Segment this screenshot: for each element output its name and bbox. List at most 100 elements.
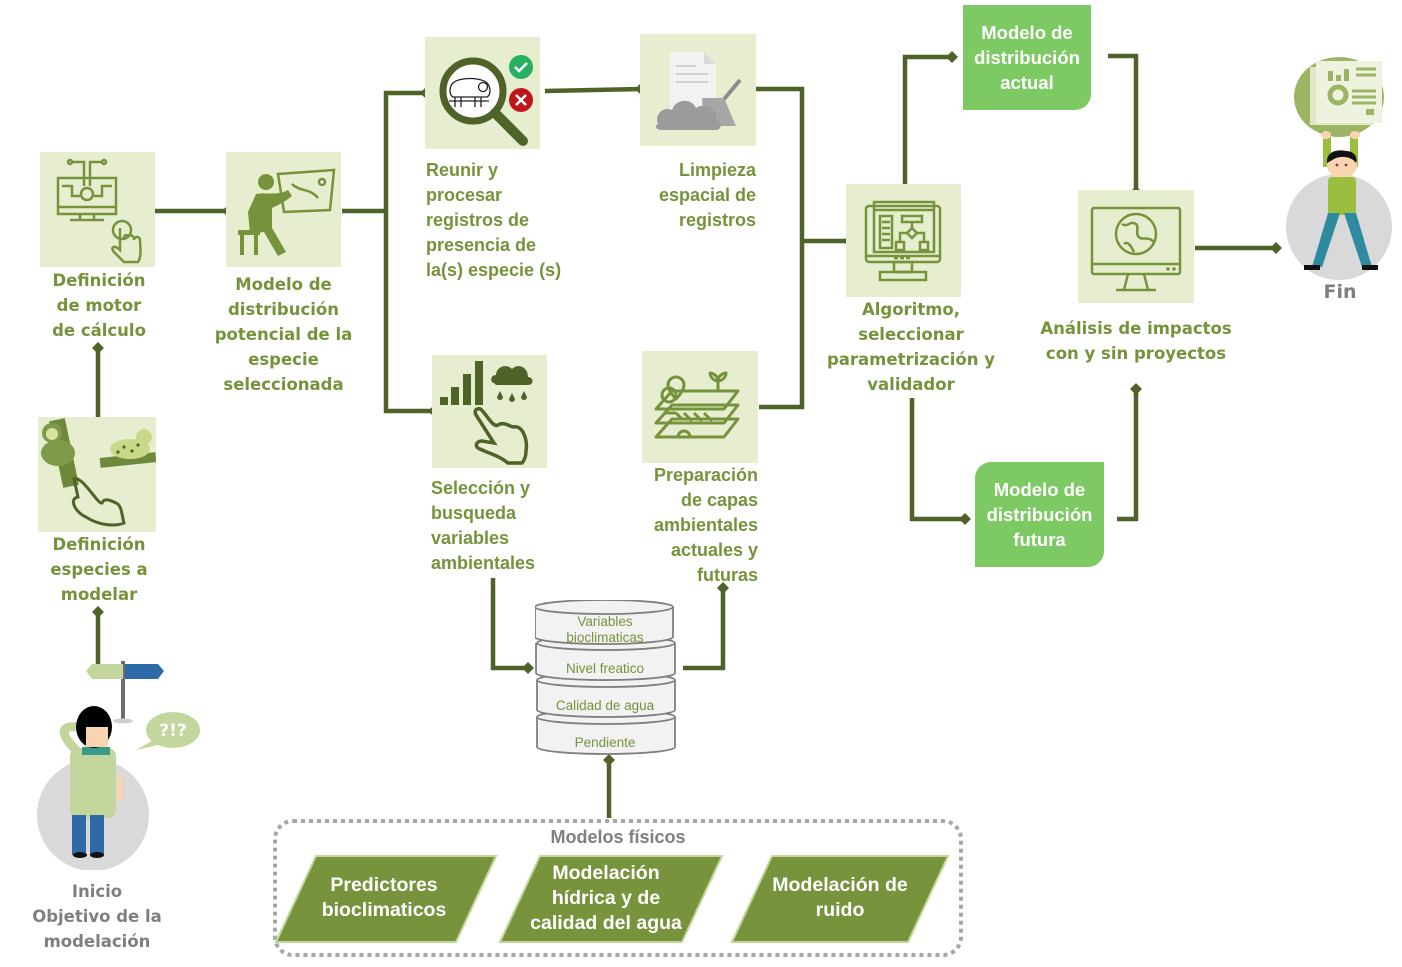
svg-text:?!?: ?!?	[159, 721, 186, 741]
person-holding-report-icon	[1286, 57, 1392, 280]
label-line: potencial de la	[214, 325, 353, 344]
db-layer-label: Variables bioclimaticas	[566, 614, 644, 645]
database-icon	[535, 600, 676, 755]
connector-futura-analisis	[1117, 383, 1142, 522]
model-distribucion-actual: Modelo de distribución actual	[963, 5, 1091, 110]
label-line: seleccionar	[858, 325, 964, 344]
magnifier-sloth-icon	[439, 55, 533, 146]
map-layers-icon	[654, 371, 740, 439]
label-line: Algoritmo,	[861, 300, 961, 319]
label-line: seleccionada	[223, 375, 344, 394]
label-line: Limpieza	[678, 160, 756, 180]
label-definicion-motor: Definición de motor de cálculo	[28, 268, 170, 343]
label-line: hídrica y de	[551, 887, 661, 909]
label-line: registros de	[426, 210, 530, 230]
step-inicio: ?!?	[20, 655, 220, 871]
step-limpieza	[640, 34, 756, 146]
label-line: Objetivo de la	[32, 907, 162, 926]
connector-algoritmo-futura	[909, 398, 971, 525]
label-line: procesar	[426, 185, 503, 205]
animals-select-icon	[41, 418, 156, 527]
person-thinking-icon: ?!?	[37, 661, 200, 871]
db-layer-calidad-agua: Calidad de agua	[555, 698, 655, 713]
label-line: Análisis de impactos	[1040, 319, 1232, 338]
label-fin: Fin	[1323, 281, 1357, 303]
label-line: la(s) especie (s)	[426, 260, 562, 280]
label-line: Inicio	[71, 882, 123, 901]
connector-actual-analisis	[1108, 53, 1142, 198]
label-line: Definición	[52, 535, 146, 554]
label-limpieza: Limpieza espacial de registros	[626, 158, 756, 233]
parallelogram-modelacion-hidrica	[498, 855, 724, 943]
label-line: Predictores	[330, 874, 438, 896]
step-reunir-registros	[425, 37, 540, 149]
label-line: busqueda	[431, 503, 517, 523]
label-algoritmo: Algoritmo, seleccionar parametrización y…	[826, 297, 996, 397]
label-analisis-impactos: Análisis de impactos con y sin proyectos	[1036, 316, 1236, 366]
label-seleccion-variables: Selección y busqueda variables ambiental…	[431, 476, 591, 576]
parallelogram-modelacion-ruido	[730, 855, 950, 943]
connector-limpieza-merge	[756, 86, 805, 410]
label-line: presencia de	[426, 235, 537, 255]
db-layer-pendiente: Pendiente	[574, 735, 636, 750]
label-line: actual	[1000, 72, 1054, 93]
dashed-border	[273, 819, 963, 957]
label-line: de capas	[680, 490, 758, 510]
step-modelo-potencial	[226, 152, 341, 267]
label-line: calidad del agua	[530, 912, 682, 934]
label-line: modelación	[43, 932, 151, 951]
database-stack: Variables bioclimaticas Nivel freatico C…	[535, 600, 677, 760]
label-line: parametrización y	[826, 350, 996, 369]
label-line: Preparación	[653, 465, 758, 485]
label-modelo-potencial: Modelo de distribución potencial de la e…	[206, 272, 361, 397]
label-line: Reunir y	[426, 160, 499, 180]
step-definicion-motor	[40, 152, 155, 267]
label-line: Modelación	[552, 862, 660, 884]
label-preparacion-capas: Preparación de capas ambientales actuale…	[620, 463, 758, 588]
computer-gear-touch-icon	[56, 158, 142, 264]
connector-split-reunir	[383, 87, 432, 211]
connector-algoritmo-actual	[902, 51, 958, 184]
modelos-fisicos-title: Modelos físicos	[550, 827, 686, 847]
modelo-fisico-hidrica: Modelación hídrica y de calidad del agua	[508, 861, 704, 936]
label-inicio: Inicio Objetivo de la modelación	[12, 879, 182, 954]
label-line: Modelo de	[981, 22, 1073, 43]
label-line: bioclimaticos	[321, 899, 447, 921]
db-layer-nivel-freatico: Nivel freatico	[565, 661, 645, 676]
label-line: ambientales	[431, 553, 536, 573]
label-line: con y sin proyectos	[1045, 344, 1227, 363]
step-preparacion-capas	[642, 351, 758, 463]
step-fin	[1282, 55, 1400, 280]
computer-globe-icon	[1090, 206, 1182, 292]
label-line: de motor	[56, 296, 142, 315]
label-line: Definición	[52, 271, 146, 290]
connector-reunir-limpieza	[544, 83, 647, 95]
label-line: futuras	[696, 565, 758, 585]
model-distribucion-futura: Modelo de distribución futura	[975, 462, 1104, 567]
label-line: Modelo de	[993, 479, 1086, 500]
chart-rain-touch-icon	[440, 361, 533, 465]
label-line: espacial de	[658, 185, 756, 205]
label-line: actuales y	[670, 540, 758, 560]
label-line: especie	[248, 350, 319, 369]
step-definicion-especies	[38, 417, 156, 532]
modelo-fisico-ruido: Modelación de ruido	[752, 873, 928, 923]
parallelograms-layer	[274, 855, 950, 943]
db-layer-variables-bioclimaticas: Variables bioclimaticas	[535, 614, 675, 646]
connector-seleccion-db	[490, 578, 534, 674]
label-line: ambientales	[653, 515, 758, 535]
person-drawing-map-icon	[238, 168, 336, 256]
label-line: ruido	[815, 899, 865, 921]
label-line: distribución	[986, 504, 1093, 525]
label-line: distribución	[227, 300, 340, 319]
label-line: Modelo de	[235, 275, 332, 294]
label-line: de cálculo	[52, 321, 146, 340]
label-line: registros	[678, 210, 756, 230]
label-line: futura	[1013, 529, 1066, 550]
step-algoritmo	[846, 184, 961, 297]
step-analisis-impactos	[1078, 190, 1194, 303]
label-line: Selección y	[431, 478, 531, 498]
label-line: validador	[867, 375, 955, 394]
label-line: modelar	[60, 585, 138, 604]
broom-document-icon	[655, 52, 742, 130]
